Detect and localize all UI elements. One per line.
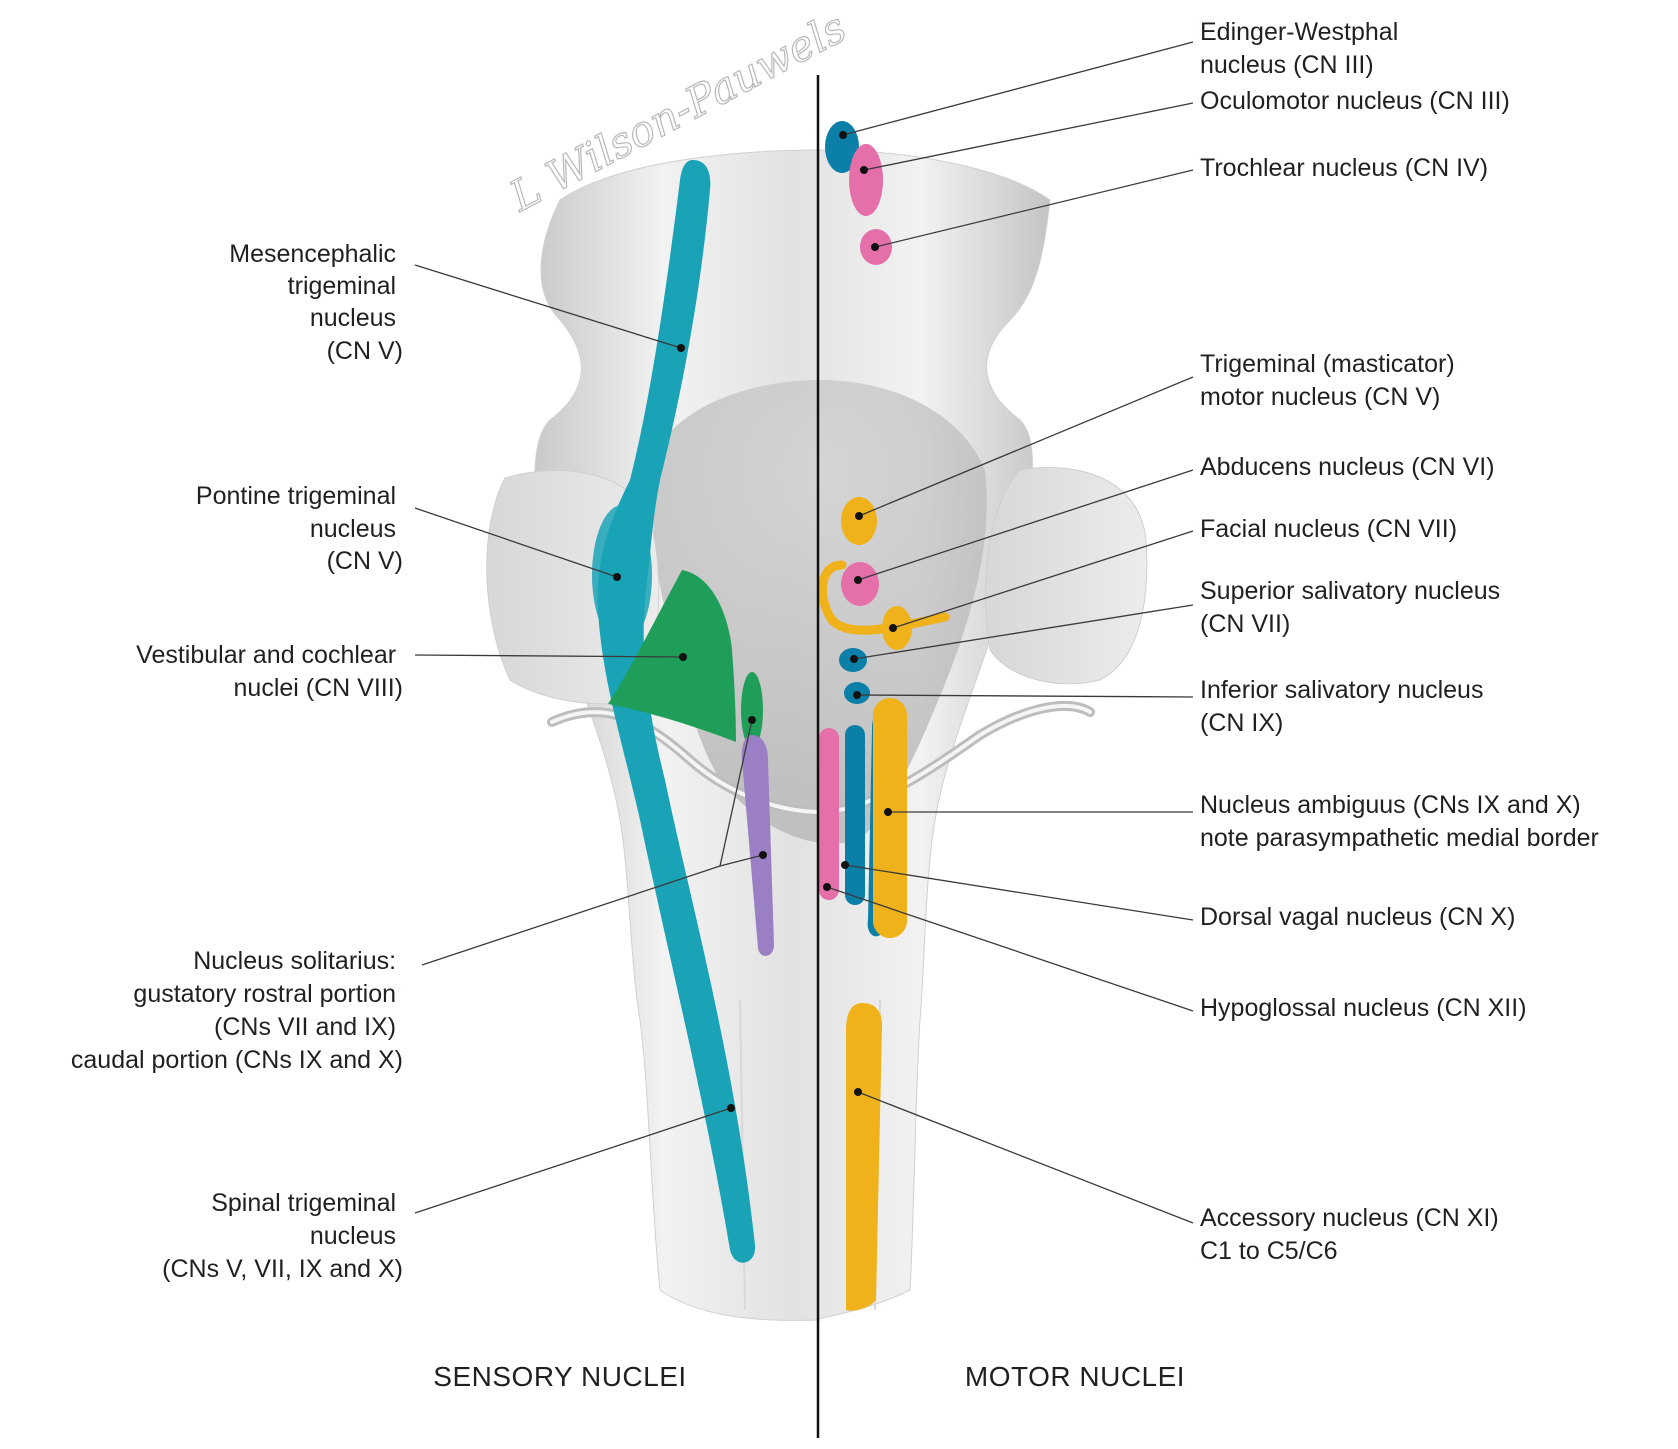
label-vestibular: Vestibular and cochlear nuclei (CN VIII) <box>136 641 403 702</box>
leader-dots-left <box>613 344 767 1112</box>
leader-hypoglossal <box>826 886 1194 1012</box>
label-mesencephalic: Mesencephalic trigeminal nucleus (CN V) <box>229 240 403 365</box>
leader-facial <box>892 530 1194 629</box>
dot-dorsal-vagal <box>841 861 849 869</box>
leader-trigeminal-motor <box>858 376 1194 517</box>
label-pontine: Pontine trigeminal nucleus (CN V) <box>196 482 403 575</box>
leader-dorsal-vagal <box>844 864 1194 921</box>
pontine-trigeminal-nucleus <box>592 505 652 645</box>
leader-lines-left <box>414 264 764 1214</box>
solitarius-rostral <box>741 672 763 748</box>
label-facial: Facial nucleus (CN VII) <box>1200 515 1457 543</box>
edinger-westphal-nucleus <box>825 121 859 173</box>
hypoglossal-nucleus <box>819 728 839 900</box>
labels-right: Edinger-Westphal nucleus (CN III) Oculom… <box>1200 18 1599 1265</box>
dot-accessory <box>854 1088 862 1096</box>
label-spinal: Spinal trigeminal nucleus (CNs V, VII, I… <box>162 1189 403 1283</box>
dot-solitarius-caudal <box>759 851 767 859</box>
label-edinger: Edinger-Westphal nucleus (CN III) <box>1200 18 1405 79</box>
label-abducens: Abducens nucleus (CN VI) <box>1200 453 1495 481</box>
sensory-nuclei-title: SENSORY NUCLEI <box>433 1361 686 1392</box>
label-ambiguus: Nucleus ambiguus (CNs IX and X) note par… <box>1200 791 1599 852</box>
trigeminal-motor-nucleus <box>841 497 877 545</box>
leader-sup-salivatory <box>853 604 1194 660</box>
accessory-nucleus <box>846 1003 882 1311</box>
dot-ambiguus <box>884 808 892 816</box>
spinal-trigeminal-column <box>597 160 756 1263</box>
dot-vestibular <box>679 653 687 661</box>
label-dorsal-vagal: Dorsal vagal nucleus (CN X) <box>1200 903 1515 931</box>
dot-hypoglossal <box>823 883 831 891</box>
label-accessory: Accessory nucleus (CN XI) C1 to C5/C6 <box>1200 1204 1506 1265</box>
vestibular-cochlear-nuclei <box>608 570 736 742</box>
sensory-nuclei <box>592 160 774 1263</box>
dot-facial <box>889 624 897 632</box>
label-sup-salivatory: Superior salivatory nucleus (CN VII) <box>1200 577 1507 638</box>
label-trigeminal-motor: Trigeminal (masticator) motor nucleus (C… <box>1200 350 1462 411</box>
leader-pontine <box>414 507 618 578</box>
leader-edinger <box>842 41 1194 136</box>
label-inf-salivatory: Inferior salivatory nucleus (CN IX) <box>1200 676 1490 737</box>
label-trochlear: Trochlear nucleus (CN IV) <box>1200 154 1488 182</box>
leader-trochlear <box>874 169 1194 248</box>
dot-sup-salivatory <box>850 655 858 663</box>
abducens-nucleus <box>841 562 879 606</box>
label-oculomotor: Oculomotor nucleus (CN III) <box>1200 87 1510 115</box>
oculomotor-nucleus <box>849 144 883 216</box>
leader-mesencephalic <box>414 264 682 349</box>
dorsal-vagal-nucleus <box>845 725 865 905</box>
dot-abducens <box>854 576 862 584</box>
dot-pontine <box>613 573 621 581</box>
leader-dots-right <box>823 131 897 1096</box>
nucleus-ambiguus <box>873 698 907 938</box>
labels-left: Mesencephalic trigeminal nucleus (CN V) … <box>71 240 403 1283</box>
leader-vestibular <box>414 654 684 658</box>
dot-trigeminal-motor <box>855 512 863 520</box>
dot-mesencephalic <box>677 344 685 352</box>
dot-inf-salivatory <box>853 691 861 699</box>
dot-edinger <box>839 131 847 139</box>
dot-spinal <box>727 1104 735 1112</box>
motor-nuclei-title: MOTOR NUCLEI <box>965 1361 1185 1392</box>
solitarius-caudal <box>741 735 774 956</box>
leader-accessory <box>857 1091 1194 1224</box>
leader-solitarius-caudal <box>719 854 764 867</box>
leader-oculomotor <box>863 102 1194 171</box>
label-solitarius: Nucleus solitarius: gustatory rostral po… <box>71 947 403 1074</box>
leader-inf-salivatory <box>856 694 1194 698</box>
dot-solitarius-rostral <box>748 716 756 724</box>
leader-lines-right <box>826 41 1194 1224</box>
leader-abducens <box>857 469 1194 581</box>
motor-nuclei <box>818 121 950 1311</box>
leader-spinal <box>414 1107 732 1214</box>
right-cerebellar-peduncle <box>984 467 1148 685</box>
label-hypoglossal: Hypoglossal nucleus (CN XII) <box>1200 994 1527 1022</box>
dot-oculomotor <box>860 166 868 174</box>
dot-trochlear <box>871 243 879 251</box>
